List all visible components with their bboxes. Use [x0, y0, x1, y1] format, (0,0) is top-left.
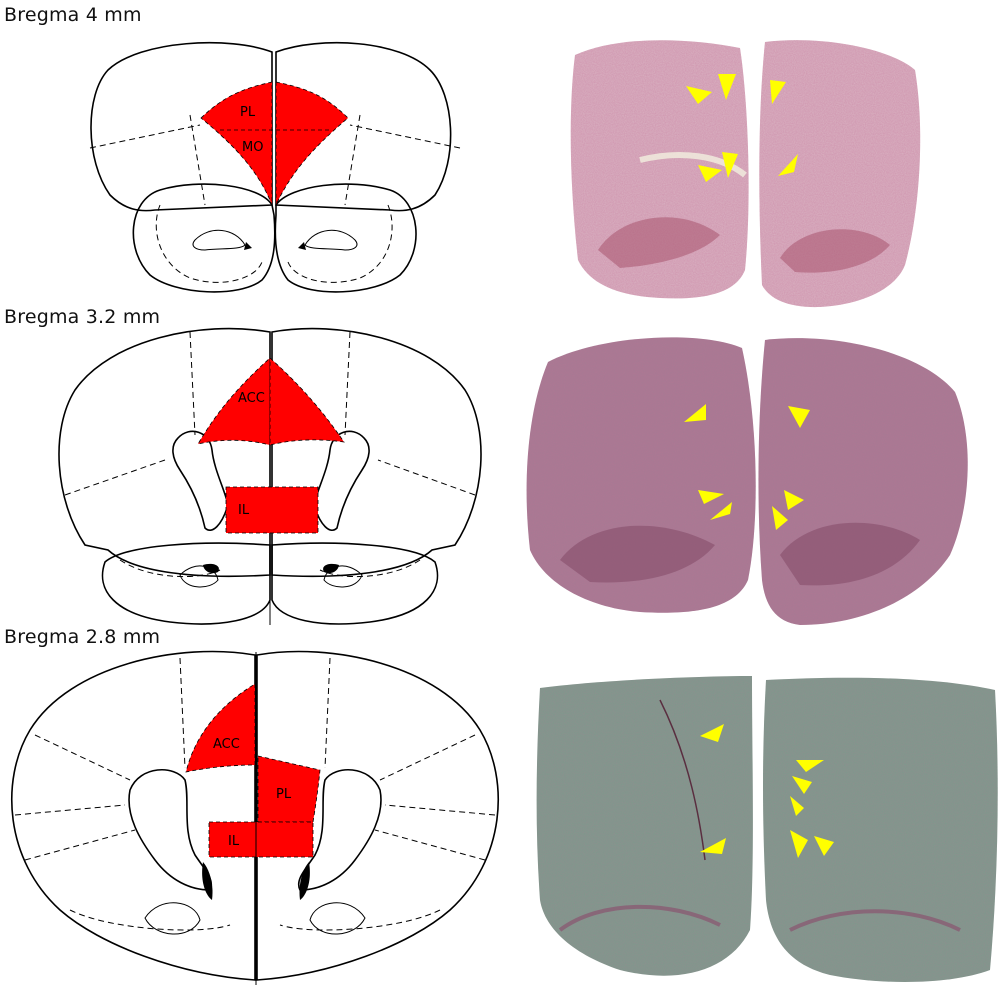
histology-image-bregma-3-2 [527, 337, 968, 625]
atlas-bregma-2-8: ACC PL IL [12, 652, 498, 985]
region-label-acc: ACC [213, 737, 240, 752]
region-label-acc: ACC [238, 391, 265, 406]
region-label-il: IL [228, 834, 240, 849]
region-label-pl: PL [240, 105, 256, 120]
region-label-il: IL [238, 503, 250, 518]
region-label-mo: MO [242, 140, 263, 155]
atlas-bregma-4: PL MO [90, 43, 460, 292]
region-label-pl: PL [276, 787, 292, 802]
histology-image-bregma-4 [571, 40, 920, 307]
atlas-bregma-3-2: ACC IL [59, 329, 481, 625]
histology-image-bregma-2-8 [537, 676, 998, 982]
